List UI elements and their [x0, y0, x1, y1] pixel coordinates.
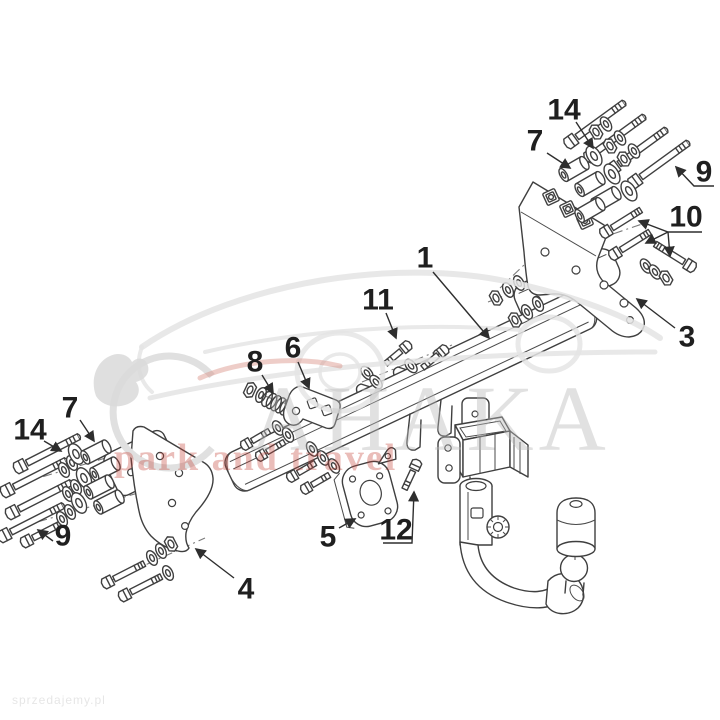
- detachable-swan-neck: [459, 477, 596, 615]
- part-number: 11: [362, 284, 394, 317]
- part-number: 14: [547, 94, 581, 127]
- part-number: 12: [379, 514, 412, 547]
- part-number: 10: [669, 201, 702, 234]
- part-number: 9: [696, 156, 713, 189]
- clamp-knob: [486, 515, 510, 539]
- callout-14: 14: [547, 94, 594, 150]
- watermark-red-swoosh: [197, 358, 343, 381]
- callout-3: 3: [635, 297, 696, 354]
- watermark-emblem: [93, 354, 149, 407]
- callout-10: 10: [637, 201, 703, 258]
- part-number: 3: [679, 321, 696, 354]
- left-mount-bracket: [103, 425, 214, 553]
- part-number: 1: [417, 242, 434, 275]
- ball-cover-cap: [556, 497, 596, 558]
- part-number: 5: [320, 521, 337, 554]
- socket-mounting-plate: [333, 447, 424, 529]
- receiver-housing: [437, 397, 529, 490]
- part-number: 7: [527, 125, 544, 158]
- callout-7: 7: [527, 125, 572, 169]
- callout-11: 11: [362, 284, 398, 340]
- neck-tube: [459, 541, 561, 609]
- callout-5: 5: [320, 518, 357, 554]
- part-number: 14: [13, 414, 47, 447]
- callout-8: 8: [247, 346, 274, 395]
- callout-9: 9: [36, 520, 72, 553]
- callout-14: 14: [13, 414, 63, 452]
- bolt-12: [399, 457, 424, 492]
- part-number: 4: [238, 573, 255, 606]
- callout-9: 9: [674, 156, 714, 189]
- callout-1: 1: [417, 242, 491, 340]
- bumper-support-straps: [406, 399, 453, 451]
- part-number: 7: [62, 392, 79, 425]
- corner-watermark: sprzedajemy.pl: [12, 693, 106, 707]
- callout-7: 7: [62, 392, 95, 443]
- tow-ball: [559, 553, 589, 583]
- part-number: 9: [55, 520, 72, 553]
- callout-4: 4: [194, 547, 255, 606]
- part-number: 6: [285, 332, 302, 365]
- part-number: 8: [247, 346, 264, 379]
- callout-6: 6: [285, 332, 311, 390]
- callout-12: 12: [379, 490, 420, 547]
